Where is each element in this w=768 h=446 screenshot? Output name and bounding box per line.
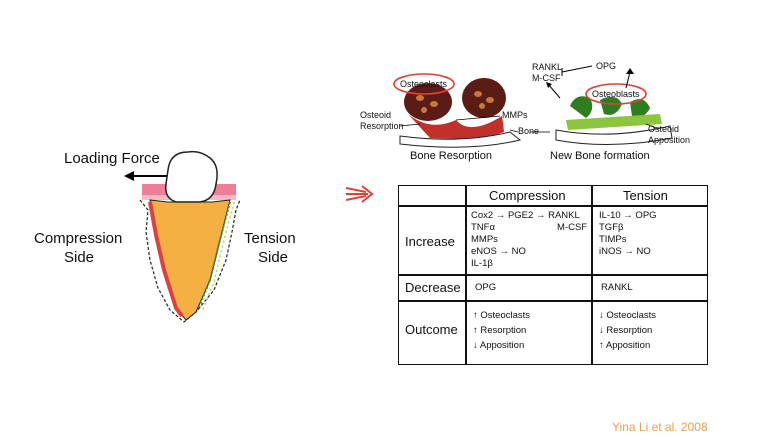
compression-side-label-1: Compression xyxy=(34,230,123,247)
list-item: eNOS → NO xyxy=(471,246,526,257)
tension-pdl xyxy=(197,201,231,311)
mmps-label: MMPs xyxy=(502,110,528,120)
tooth-crown xyxy=(164,150,218,203)
row-label-outcome: Outcome xyxy=(405,322,458,337)
compression-pdl xyxy=(148,201,184,318)
decrease-tension: RANKL xyxy=(601,282,633,293)
rankl-label: RANKL xyxy=(532,62,563,72)
bone-resorption-caption: Bone Resorption xyxy=(410,150,492,162)
list-item: ↓ Osteoclasts xyxy=(599,310,657,321)
loading-force-label: Loading Force xyxy=(64,150,160,167)
bone-surface xyxy=(399,131,522,148)
list-item: Cox2 → PGE2 → RANKL xyxy=(471,210,580,221)
osteoblast-cell xyxy=(630,99,650,117)
pointer-arrow-icon xyxy=(345,185,374,203)
osteoclasts-highlight xyxy=(393,73,455,95)
osteoblast-cell xyxy=(600,96,622,115)
compression-side-label-2: Side xyxy=(64,249,95,266)
osteoid-resorption-label-2: Resorption xyxy=(360,121,404,131)
list-item: MMPs xyxy=(471,234,498,245)
tooth-diagram: Loading Force Compression Side Tension S… xyxy=(0,140,330,340)
bone-label: Bone xyxy=(518,126,540,136)
osteoid-resorption-label-1: Osteoid xyxy=(360,110,392,120)
tension-side-label-2: Side xyxy=(258,249,289,266)
row-label-increase: Increase xyxy=(405,234,455,249)
list-item: ↓ Apposition xyxy=(473,340,525,351)
osteoclast-cell xyxy=(462,78,506,118)
decrease-compression: OPG xyxy=(475,282,497,293)
outcome-compression: ↑ Osteoclasts ↑ Resorption ↓ Apposition xyxy=(473,308,530,353)
header-compression: Compression xyxy=(489,188,566,203)
expression-table: Compression Tension Increase Cox2 → PGE2… xyxy=(398,185,708,365)
list-item: ↓ Resorption xyxy=(599,325,653,336)
osteoblasts-label: Osteoblasts xyxy=(592,89,640,99)
mcsf-cell-label: M-CSF xyxy=(557,222,588,233)
list-item: TIMPs xyxy=(599,234,627,245)
list-item: iNOS → NO xyxy=(599,246,651,257)
list-item: ↑ Osteoclasts xyxy=(473,310,531,321)
list-item: ↑ Resorption xyxy=(473,325,527,336)
list-item: ↑ Apposition xyxy=(599,340,651,351)
list-item: TNFα xyxy=(471,222,495,233)
osteoblast-cell xyxy=(570,96,593,118)
alveolar-bone-outline xyxy=(139,199,241,323)
osteoclasts-label: Osteoclasts xyxy=(400,79,448,89)
new-bone-formation-caption: New Bone formation xyxy=(550,150,650,162)
header-tension: Tension xyxy=(623,188,668,203)
osteoid-apposition-label-1: Osteoid xyxy=(648,124,680,134)
increase-tension: IL-10 → OPG TGFβ TIMPs iNOS → NO xyxy=(599,210,657,258)
opg-label: OPG xyxy=(596,61,617,71)
increase-compression: Cox2 → PGE2 → RANKL TNFα MMPs eNOS → NO … xyxy=(471,210,580,270)
cell-illustration xyxy=(393,65,673,148)
citation: Yina Li et al. 2008 xyxy=(612,420,708,434)
row-label-decrease: Decrease xyxy=(405,280,461,295)
tooth-illustration xyxy=(124,150,241,323)
list-item: IL-10 → OPG xyxy=(599,210,657,221)
osteoid-apposition-label-2: Apposition xyxy=(648,135,691,145)
bone-remodeling-figure: Osteoclasts Osteoblasts Osteoid Resorpti… xyxy=(360,40,700,170)
list-item: TGFβ xyxy=(599,222,624,233)
list-item: IL-1β xyxy=(471,258,493,269)
outcome-tension: ↓ Osteoclasts ↓ Resorption ↑ Apposition xyxy=(599,308,656,353)
mcsf-label: M-CSF xyxy=(532,73,561,83)
tension-side-label-1: Tension xyxy=(244,230,296,247)
osteoblasts-highlight xyxy=(585,83,647,105)
